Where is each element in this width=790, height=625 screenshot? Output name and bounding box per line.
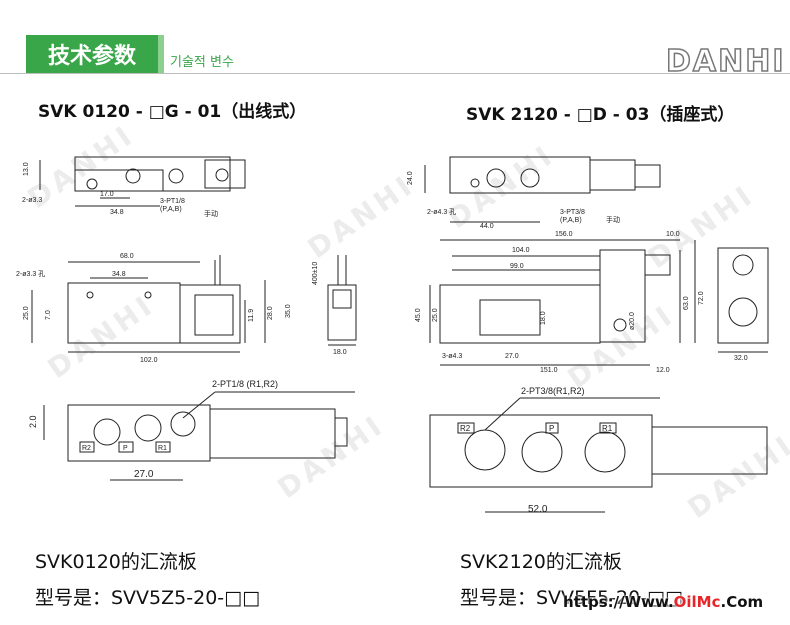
dim-text: 32.0	[734, 355, 748, 362]
right-model-title: SVK 2120 - □D - 03（插座式）	[466, 105, 735, 125]
tab-stripe	[158, 35, 164, 73]
port-label-r1: R1	[602, 424, 613, 433]
dim-text: 手动	[606, 215, 620, 224]
port-label-r2: R2	[82, 445, 91, 452]
url-prefix: https://Www.	[563, 593, 674, 611]
technical-drawings: 13.0 17.0 34.8 2-ø3.3 3-PT1/8 (P,A,B) 手动…	[16, 156, 769, 515]
left-side-view: 400±10 18.0	[312, 255, 357, 356]
section-title: 技术参数	[47, 44, 136, 69]
port-label-r2: R2	[460, 424, 471, 433]
left-caption-line2: 型号是：SVV5Z5-20-□□	[35, 587, 261, 609]
dim-text: 104.0	[512, 247, 530, 254]
dim-text: 102.0	[140, 357, 158, 364]
dim-text: 25.0	[432, 308, 439, 322]
left-caption-line1: SVK0120的汇流板	[35, 551, 197, 573]
header-divider	[0, 73, 790, 74]
dim-text: 2-PT1/8 (R1,R2)	[212, 379, 278, 389]
dim-text: 18.0	[333, 349, 347, 356]
dim-text: 12.0	[656, 367, 670, 374]
dim-text: 25.0	[23, 306, 30, 320]
dim-text: 18.0	[540, 311, 547, 325]
dim-text: 手动	[204, 209, 218, 218]
dim-text: 35.0	[285, 304, 292, 318]
dim-text: 10.0	[666, 231, 680, 238]
right-side-view: 32.0	[717, 247, 769, 362]
dim-text: 7.0	[45, 310, 52, 320]
brand-text: DANHI	[665, 43, 786, 80]
dim-text: 24.0	[407, 171, 414, 185]
dim-text: ø20.0	[629, 312, 636, 330]
left-bottom-view: R2 P R1 2-PT1/8 (R1,R2) 2.0 27.0	[28, 379, 355, 481]
dim-text: 28.0	[267, 306, 274, 320]
dim-text: 44.0	[480, 223, 494, 230]
left-top-view: 13.0 17.0 34.8 2-ø3.3 3-PT1/8 (P,A,B) 手动	[22, 156, 246, 218]
dim-text: 2-PT3/8(R1,R2)	[521, 386, 585, 396]
dim-text: 27.0	[505, 353, 519, 360]
port-label-p: P	[549, 424, 554, 433]
dim-text: 27.0	[134, 469, 154, 480]
dim-text: 151.0	[540, 367, 558, 374]
right-caption-line2: 型号是：SVV5F5-20-□□	[460, 587, 683, 609]
section-tab: 技术参数	[26, 35, 158, 73]
dim-text: 99.0	[510, 263, 524, 270]
footer-url[interactable]: https://Www.OilMc.Com	[563, 593, 763, 611]
dim-text: 63.0	[683, 296, 690, 310]
dim-text: 68.0	[120, 253, 134, 260]
port-label-r1: R1	[158, 445, 167, 452]
dim-text: 2-ø4.3 孔	[427, 208, 456, 216]
dim-text: 72.0	[698, 291, 705, 305]
dim-text: 400±10	[312, 262, 319, 285]
brand-logo: DANHI	[665, 43, 784, 80]
dim-text: 3-PT3/8	[560, 209, 585, 216]
header: 技术参数 기술적 변수 DANHI	[0, 0, 790, 80]
dim-text: 11.9	[248, 309, 255, 322]
right-top-view: 24.0 2-ø4.3 孔 44.0 3-PT3/8 (P,A,B) 手动	[407, 156, 661, 230]
dim-text: 3-PT1/8	[160, 198, 185, 205]
dim-text: 52.0	[528, 504, 548, 515]
dim-text: (P,A,B)	[160, 206, 182, 213]
dim-text: 2-ø3.3 孔	[16, 270, 45, 278]
dim-text: 34.8	[112, 271, 126, 278]
left-model-title: SVK 0120 - □G - 01（出线式）	[38, 102, 307, 122]
right-caption-line1: SVK2120的汇流板	[460, 551, 622, 573]
right-bottom-view: R2 P R1 2-PT3/8(R1,R2) 52.0	[429, 386, 768, 515]
port-label-p: P	[123, 445, 128, 452]
dim-text: 17.0	[100, 191, 114, 198]
dim-text: 2-ø3.3	[22, 197, 42, 204]
dim-text: 156.0	[555, 231, 573, 238]
dim-text: 34.8	[110, 209, 124, 216]
dim-text: 2.0	[28, 415, 38, 428]
dim-text: 45.0	[415, 308, 422, 322]
section-subtitle: 기술적 변수	[170, 55, 234, 70]
dim-text: 13.0	[23, 162, 30, 176]
url-suffix: .Com	[720, 593, 764, 611]
dim-text: 3-ø4.3	[442, 353, 462, 360]
dim-text: (P,A,B)	[560, 217, 582, 224]
right-front-view: 156.0 10.0 104.0 99.0 45.0 25.0 18.0 ø20…	[415, 231, 705, 374]
url-oil: OilMc	[673, 593, 721, 611]
left-front-view: 68.0 34.8 2-ø3.3 孔 25.0 7.0 11.9 28.0 35…	[16, 253, 292, 364]
